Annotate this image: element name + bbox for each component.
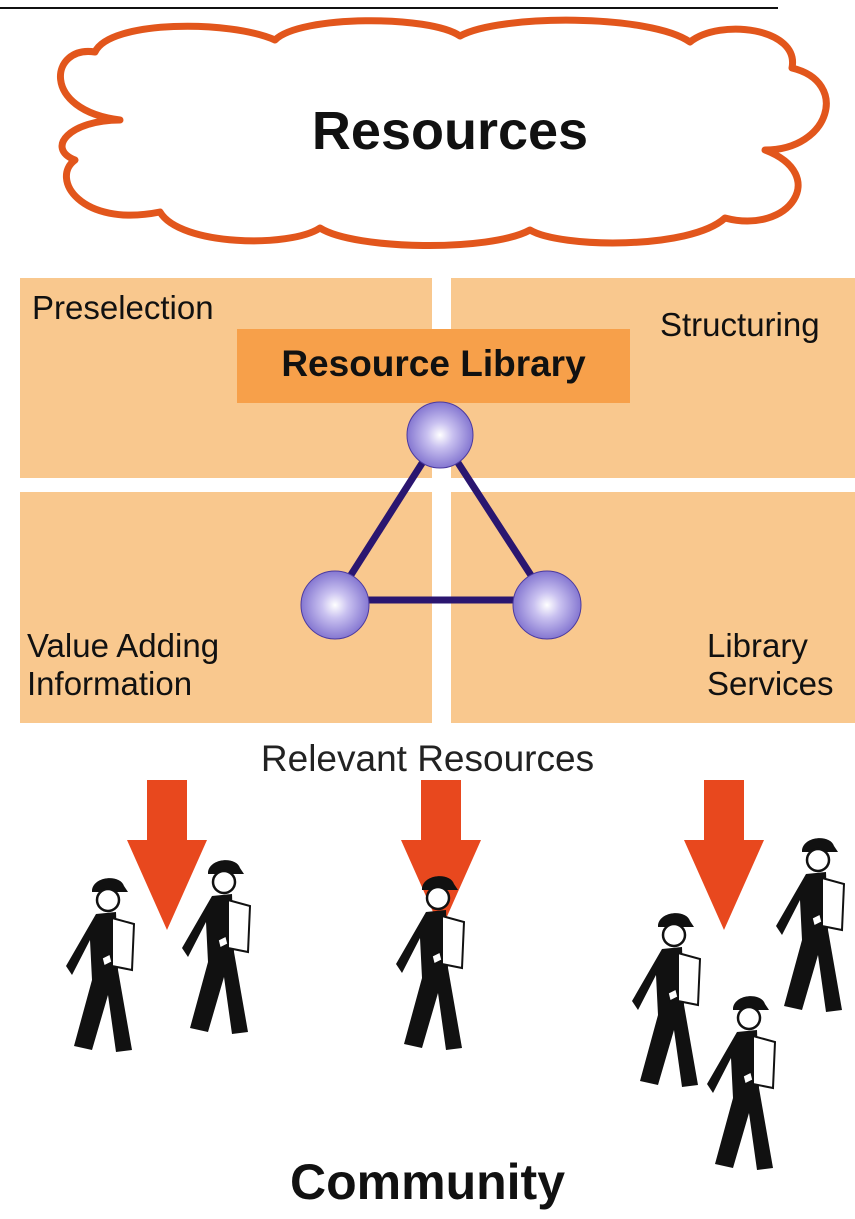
resource-library-box [237, 329, 630, 403]
walking-person-icon [66, 878, 136, 1052]
library-services-label: Library Services [707, 627, 834, 703]
top-rule [0, 7, 778, 9]
structuring-label: Structuring [660, 306, 820, 343]
relevant-resources-label: Relevant Resources [260, 738, 595, 779]
resources-cloud [57, 16, 830, 250]
preselection-label: Preselection [32, 289, 214, 326]
node-right [512, 570, 582, 640]
network-triangle [300, 401, 582, 640]
node-top [406, 401, 474, 469]
community-label: Community [290, 1154, 565, 1210]
arrow-down-icon [401, 780, 481, 930]
library-services-line1: Library [707, 627, 808, 664]
walking-person-icon [396, 876, 466, 1050]
arrow-down-icon [127, 780, 207, 930]
walking-person-icon [776, 838, 846, 1012]
cloud-title: Resources [311, 101, 589, 161]
value-adding-label: Value Adding Information [27, 627, 219, 703]
walking-person-icon [707, 996, 777, 1170]
cloud-outline [57, 16, 830, 250]
library-services-line2: Services [707, 664, 834, 702]
resource-library-title: Resource Library [281, 343, 586, 384]
node-left [300, 570, 370, 640]
walking-person-icon [632, 913, 702, 1087]
value-adding-line1: Value Adding [27, 627, 220, 664]
walking-person-icon [182, 860, 252, 1034]
arrow-down-icon [684, 780, 764, 930]
value-adding-line2: Information [27, 664, 193, 702]
